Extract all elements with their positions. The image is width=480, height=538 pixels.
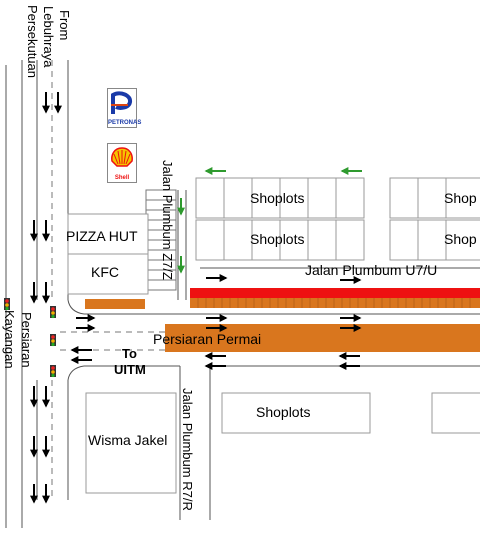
label-jalan-plumbum-r7r: Jalan Plumbum R7/R xyxy=(180,388,195,511)
petronas-caption: PETRONAS xyxy=(108,120,142,126)
label-from: From xyxy=(57,10,72,41)
jalan-plumbum-r7r-road xyxy=(179,366,211,520)
label-uitm: UITM xyxy=(114,362,146,377)
label-shoplots-1: Shoplots xyxy=(250,190,305,206)
label-wisma-jakel: Wisma Jakel xyxy=(88,432,168,448)
building-stairs xyxy=(145,189,177,291)
shoplots-top-rows xyxy=(195,177,480,261)
label-persiaran: Persiaran xyxy=(19,312,34,368)
label-shoplots-3: Shoplots xyxy=(256,404,311,420)
shell-logo: Shell xyxy=(107,143,137,183)
label-persiaran-permai: Persiaran Permai xyxy=(153,331,262,347)
lower-buildings xyxy=(85,392,480,494)
label-kayangan: Kayangan xyxy=(2,310,17,369)
label-shoplots-4: Shop xyxy=(444,190,477,206)
traffic-light-2 xyxy=(50,306,56,319)
label-shoplots-5: Shop xyxy=(444,231,477,247)
persiaran-kayangan-road xyxy=(5,60,23,528)
traffic-light-4 xyxy=(50,365,56,378)
shell-icon xyxy=(111,147,133,167)
label-kfc: KFC xyxy=(91,264,119,280)
green-arrows xyxy=(177,167,362,274)
traffic-light-3 xyxy=(50,334,56,347)
label-lebuhraya: Lebuhraya xyxy=(41,6,56,68)
shell-caption: Shell xyxy=(114,175,130,181)
label-to: To xyxy=(122,346,137,361)
pizzahut-kfc-buildings xyxy=(67,213,149,295)
petronas-icon xyxy=(111,91,132,114)
label-persekutuan: Persekutuan xyxy=(25,5,40,78)
petronas-logo: PETRONAS xyxy=(107,88,142,128)
label-jalan-plumbum-z7z: Jalan Plumbum Z7/Z xyxy=(160,160,175,280)
label-shoplots-2: Shoplots xyxy=(250,231,305,247)
label-jalan-plumbum-u7u: Jalan Plumbum U7/U xyxy=(305,262,438,278)
traffic-lights xyxy=(4,298,56,378)
traffic-light-1 xyxy=(4,298,10,311)
highlight-bars xyxy=(85,288,480,352)
label-pizza-hut: PIZZA HUT xyxy=(66,228,138,244)
traffic-arrows xyxy=(30,92,362,504)
